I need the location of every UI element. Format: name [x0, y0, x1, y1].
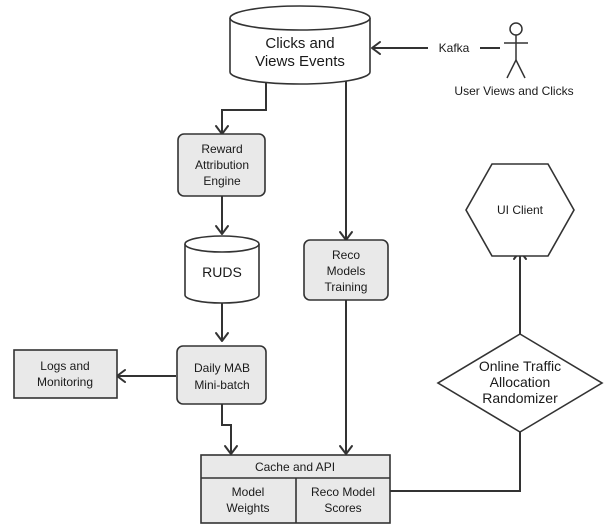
edge-mab-to-cache — [221, 404, 238, 455]
reward-label-2: Attribution — [195, 158, 249, 172]
reco-training-label-3: Training — [325, 280, 368, 294]
edge-ruds-to-mab — [215, 303, 229, 342]
clicks-views-label-2: Views Events — [255, 53, 345, 70]
ui-client-hexagon: UI Client — [465, 163, 575, 257]
edge-events-to-training — [339, 78, 353, 241]
edge-randomizer-to-ui — [513, 250, 527, 334]
randomizer-label-1: Online Traffic — [479, 358, 561, 374]
edge-training-to-cache — [339, 300, 353, 455]
reward-attribution-engine-box: Reward Attribution Engine — [177, 133, 266, 197]
model-weights-label-2: Weights — [226, 501, 269, 515]
logs-label-1: Logs and — [40, 359, 89, 373]
ruds-store: RUDS — [184, 235, 260, 304]
edge-cache-to-randomizer — [390, 432, 521, 492]
ui-client-label: UI Client — [497, 203, 544, 217]
edge-events-to-reward — [215, 83, 267, 135]
reward-label-3: Engine — [203, 174, 241, 188]
kafka-label: Kafka — [439, 41, 470, 55]
logs-label-2: Monitoring — [37, 375, 93, 389]
randomizer-label-2: Allocation — [490, 374, 551, 390]
daily-mab-minibatch-box: Daily MAB Mini-batch — [176, 345, 267, 405]
user-actor-icon — [504, 22, 528, 79]
edge-reward-to-ruds — [215, 196, 229, 235]
logs-monitoring-box: Logs and Monitoring — [13, 349, 118, 399]
edge-user-to-events — [371, 41, 500, 55]
ruds-label: RUDS — [202, 264, 242, 280]
mab-label-2: Mini-batch — [194, 378, 249, 392]
mab-label-1: Daily MAB — [194, 361, 250, 375]
clicks-views-events-store: Clicks and Views Events — [229, 5, 371, 85]
clicks-views-label-1: Clicks and — [265, 35, 334, 52]
reward-label-1: Reward — [201, 142, 242, 156]
traffic-randomizer-diamond: Online Traffic Allocation Randomizer — [436, 333, 604, 433]
reco-training-label-1: Reco — [332, 248, 360, 262]
reco-training-label-2: Models — [327, 264, 366, 278]
model-weights-label-1: Model — [232, 485, 265, 499]
cache-api-title: Cache and API — [255, 460, 335, 474]
cache-api-box: Cache and API Model Weights Reco Model S… — [200, 454, 391, 524]
reco-models-training-box: Reco Models Training — [303, 239, 389, 301]
reco-scores-label-2: Scores — [324, 501, 361, 515]
reco-scores-label-1: Reco Model — [311, 485, 375, 499]
edge-mab-to-logs — [116, 369, 176, 383]
randomizer-label-3: Randomizer — [482, 390, 558, 406]
user-views-clicks-label: User Views and Clicks — [454, 84, 573, 98]
